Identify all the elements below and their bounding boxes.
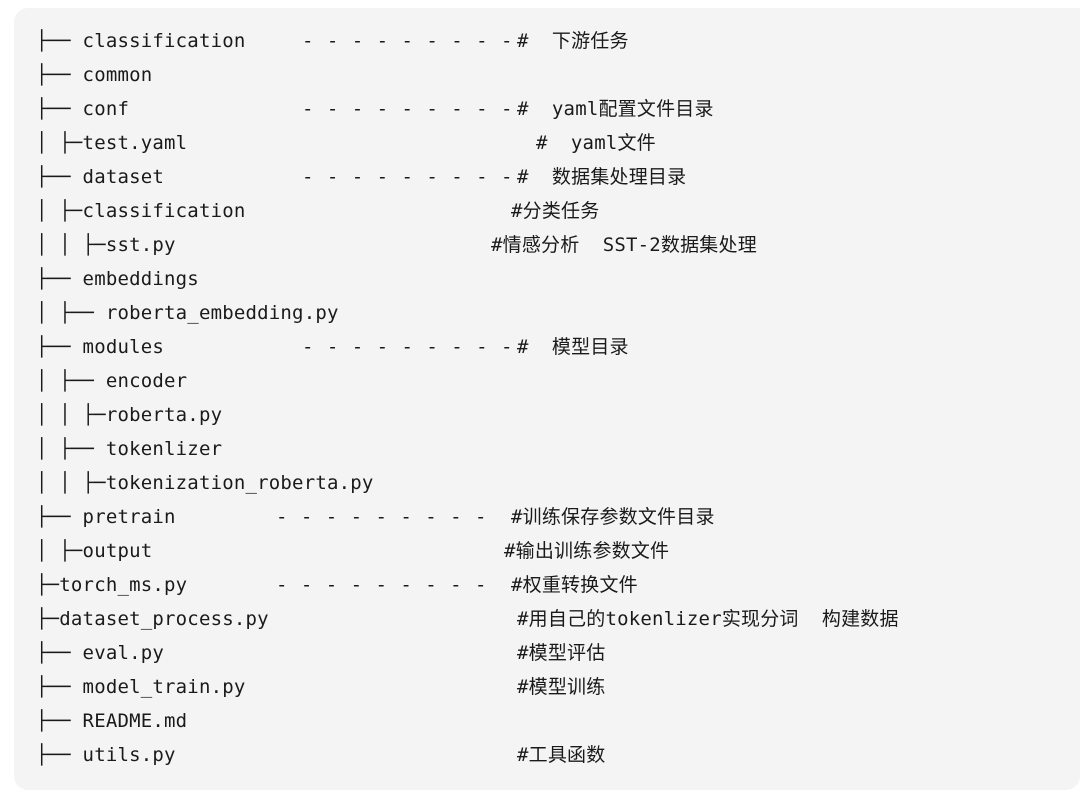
tree-entry-label: ├── utils.py xyxy=(36,744,176,766)
tree-entry-label: ├─torch_ms.py xyxy=(36,574,188,596)
tree-row: │ ├─classification #分类任务 xyxy=(14,194,1080,228)
tree-row: │ │ ├─sst.py #情感分析 SST-2数据集处理 xyxy=(14,228,1080,262)
tree-row: ├── common xyxy=(14,58,1080,92)
tree-row: │ ├── tokenlizer xyxy=(14,432,1080,466)
tree-dash-separator: - - - - - - - - - xyxy=(302,336,514,358)
tree-row: ├── dataset - - - - - - - - -# 数据集处理目录 xyxy=(14,160,1080,194)
tree-entry-comment: # yaml文件 xyxy=(536,132,656,154)
tree-entry-comment: # 下游任务 xyxy=(517,30,629,52)
tree-entry-label: │ ├── roberta_embedding.py xyxy=(36,302,339,324)
tree-entry-label: │ ├── tokenlizer xyxy=(36,438,223,460)
tree-dash-separator: - - - - - - - - - xyxy=(302,166,514,188)
tree-row: ├── model_train.py #模型训练 xyxy=(14,670,1080,704)
tree-entry-label: │ ├── encoder xyxy=(36,370,188,392)
tree-row: │ ├── encoder xyxy=(14,364,1080,398)
tree-entry-comment: #模型评估 xyxy=(517,642,606,664)
tree-entry-comment: # yaml配置文件目录 xyxy=(517,98,714,120)
tree-entry-comment: #模型训练 xyxy=(517,676,606,698)
tree-entry-comment: #分类任务 xyxy=(511,200,600,222)
tree-row: ├── pretrain - - - - - - - - - #训练保存参数文件目录 xyxy=(14,500,1080,534)
tree-row: │ │ ├─roberta.py xyxy=(14,398,1080,432)
tree-entry-label: ├── embeddings xyxy=(36,268,199,290)
tree-dash-separator: - - - - - - - - - xyxy=(302,98,514,120)
tree-entry-comment: #用自己的tokenlizer实现分词 构建数据 xyxy=(517,608,899,630)
tree-row: ├── README.md xyxy=(14,704,1080,738)
tree-row: ├── utils.py #工具函数 xyxy=(14,738,1080,772)
tree-entry-comment: #训练保存参数文件目录 xyxy=(511,506,715,528)
directory-tree-list: ├── classification- - - - - - - - -# 下游任… xyxy=(14,24,1080,772)
tree-entry-comment: #情感分析 SST-2数据集处理 xyxy=(491,234,757,256)
tree-entry-comment: #输出训练参数文件 xyxy=(504,540,670,562)
tree-row: ├── eval.py #模型评估 xyxy=(14,636,1080,670)
tree-entry-label: ├── eval.py xyxy=(36,642,165,664)
tree-entry-label: ├── model_train.py xyxy=(36,676,246,698)
tree-dash-separator: - - - - - - - - - xyxy=(302,30,514,52)
tree-entry-label: ├─dataset_process.py xyxy=(36,608,269,630)
tree-row: │ ├── roberta_embedding.py xyxy=(14,296,1080,330)
tree-dash-separator: - - - - - - - - - xyxy=(276,506,488,528)
tree-entry-label: ├── common xyxy=(36,64,153,86)
tree-dash-separator: - - - - - - - - - xyxy=(276,574,488,596)
tree-entry-label: │ ├─output xyxy=(36,540,153,562)
tree-row: │ ├─output #输出训练参数文件 xyxy=(14,534,1080,568)
tree-entry-comment: #权重转换文件 xyxy=(511,574,638,596)
tree-entry-label: ├── dataset xyxy=(36,166,165,188)
tree-entry-label: │ │ ├─roberta.py xyxy=(36,404,223,426)
tree-row: ├── classification - - - - - - - - -# 下游任… xyxy=(14,24,1080,58)
tree-entry-label: ├── modules xyxy=(36,336,165,358)
tree-entry-label: │ ├─test.yaml xyxy=(36,132,188,154)
tree-row: ├─torch_ms.py - - - - - - - - - #权重转换文件 xyxy=(14,568,1080,602)
tree-entry-label: ├── conf xyxy=(36,98,130,120)
tree-row: ├── embeddings xyxy=(14,262,1080,296)
tree-entry-label: ├── pretrain xyxy=(36,506,176,528)
tree-entry-comment: #工具函数 xyxy=(517,744,606,766)
tree-row: │ ├─test.yaml # yaml文件 xyxy=(14,126,1080,160)
tree-entry-label: ├── README.md xyxy=(36,710,188,732)
tree-entry-label: │ │ ├─sst.py xyxy=(36,234,176,256)
tree-row: ├── modules - - - - - - - - -# 模型目录 xyxy=(14,330,1080,364)
tree-entry-label: ├── classification xyxy=(36,30,246,52)
tree-row: │ │ ├─tokenization_roberta.py xyxy=(14,466,1080,500)
tree-row: ├── conf - - - - - - - - -# yaml配置文件目录 xyxy=(14,92,1080,126)
tree-entry-comment: # 模型目录 xyxy=(517,336,629,358)
directory-tree-panel: ├── classification- - - - - - - - -# 下游任… xyxy=(14,8,1080,790)
tree-row: ├─dataset_process.py #用自己的tokenlizer实现分词 … xyxy=(14,602,1080,636)
tree-entry-comment: # 数据集处理目录 xyxy=(517,166,687,188)
tree-entry-label: │ │ ├─tokenization_roberta.py xyxy=(36,472,374,494)
tree-entry-label: │ ├─classification xyxy=(36,200,246,222)
